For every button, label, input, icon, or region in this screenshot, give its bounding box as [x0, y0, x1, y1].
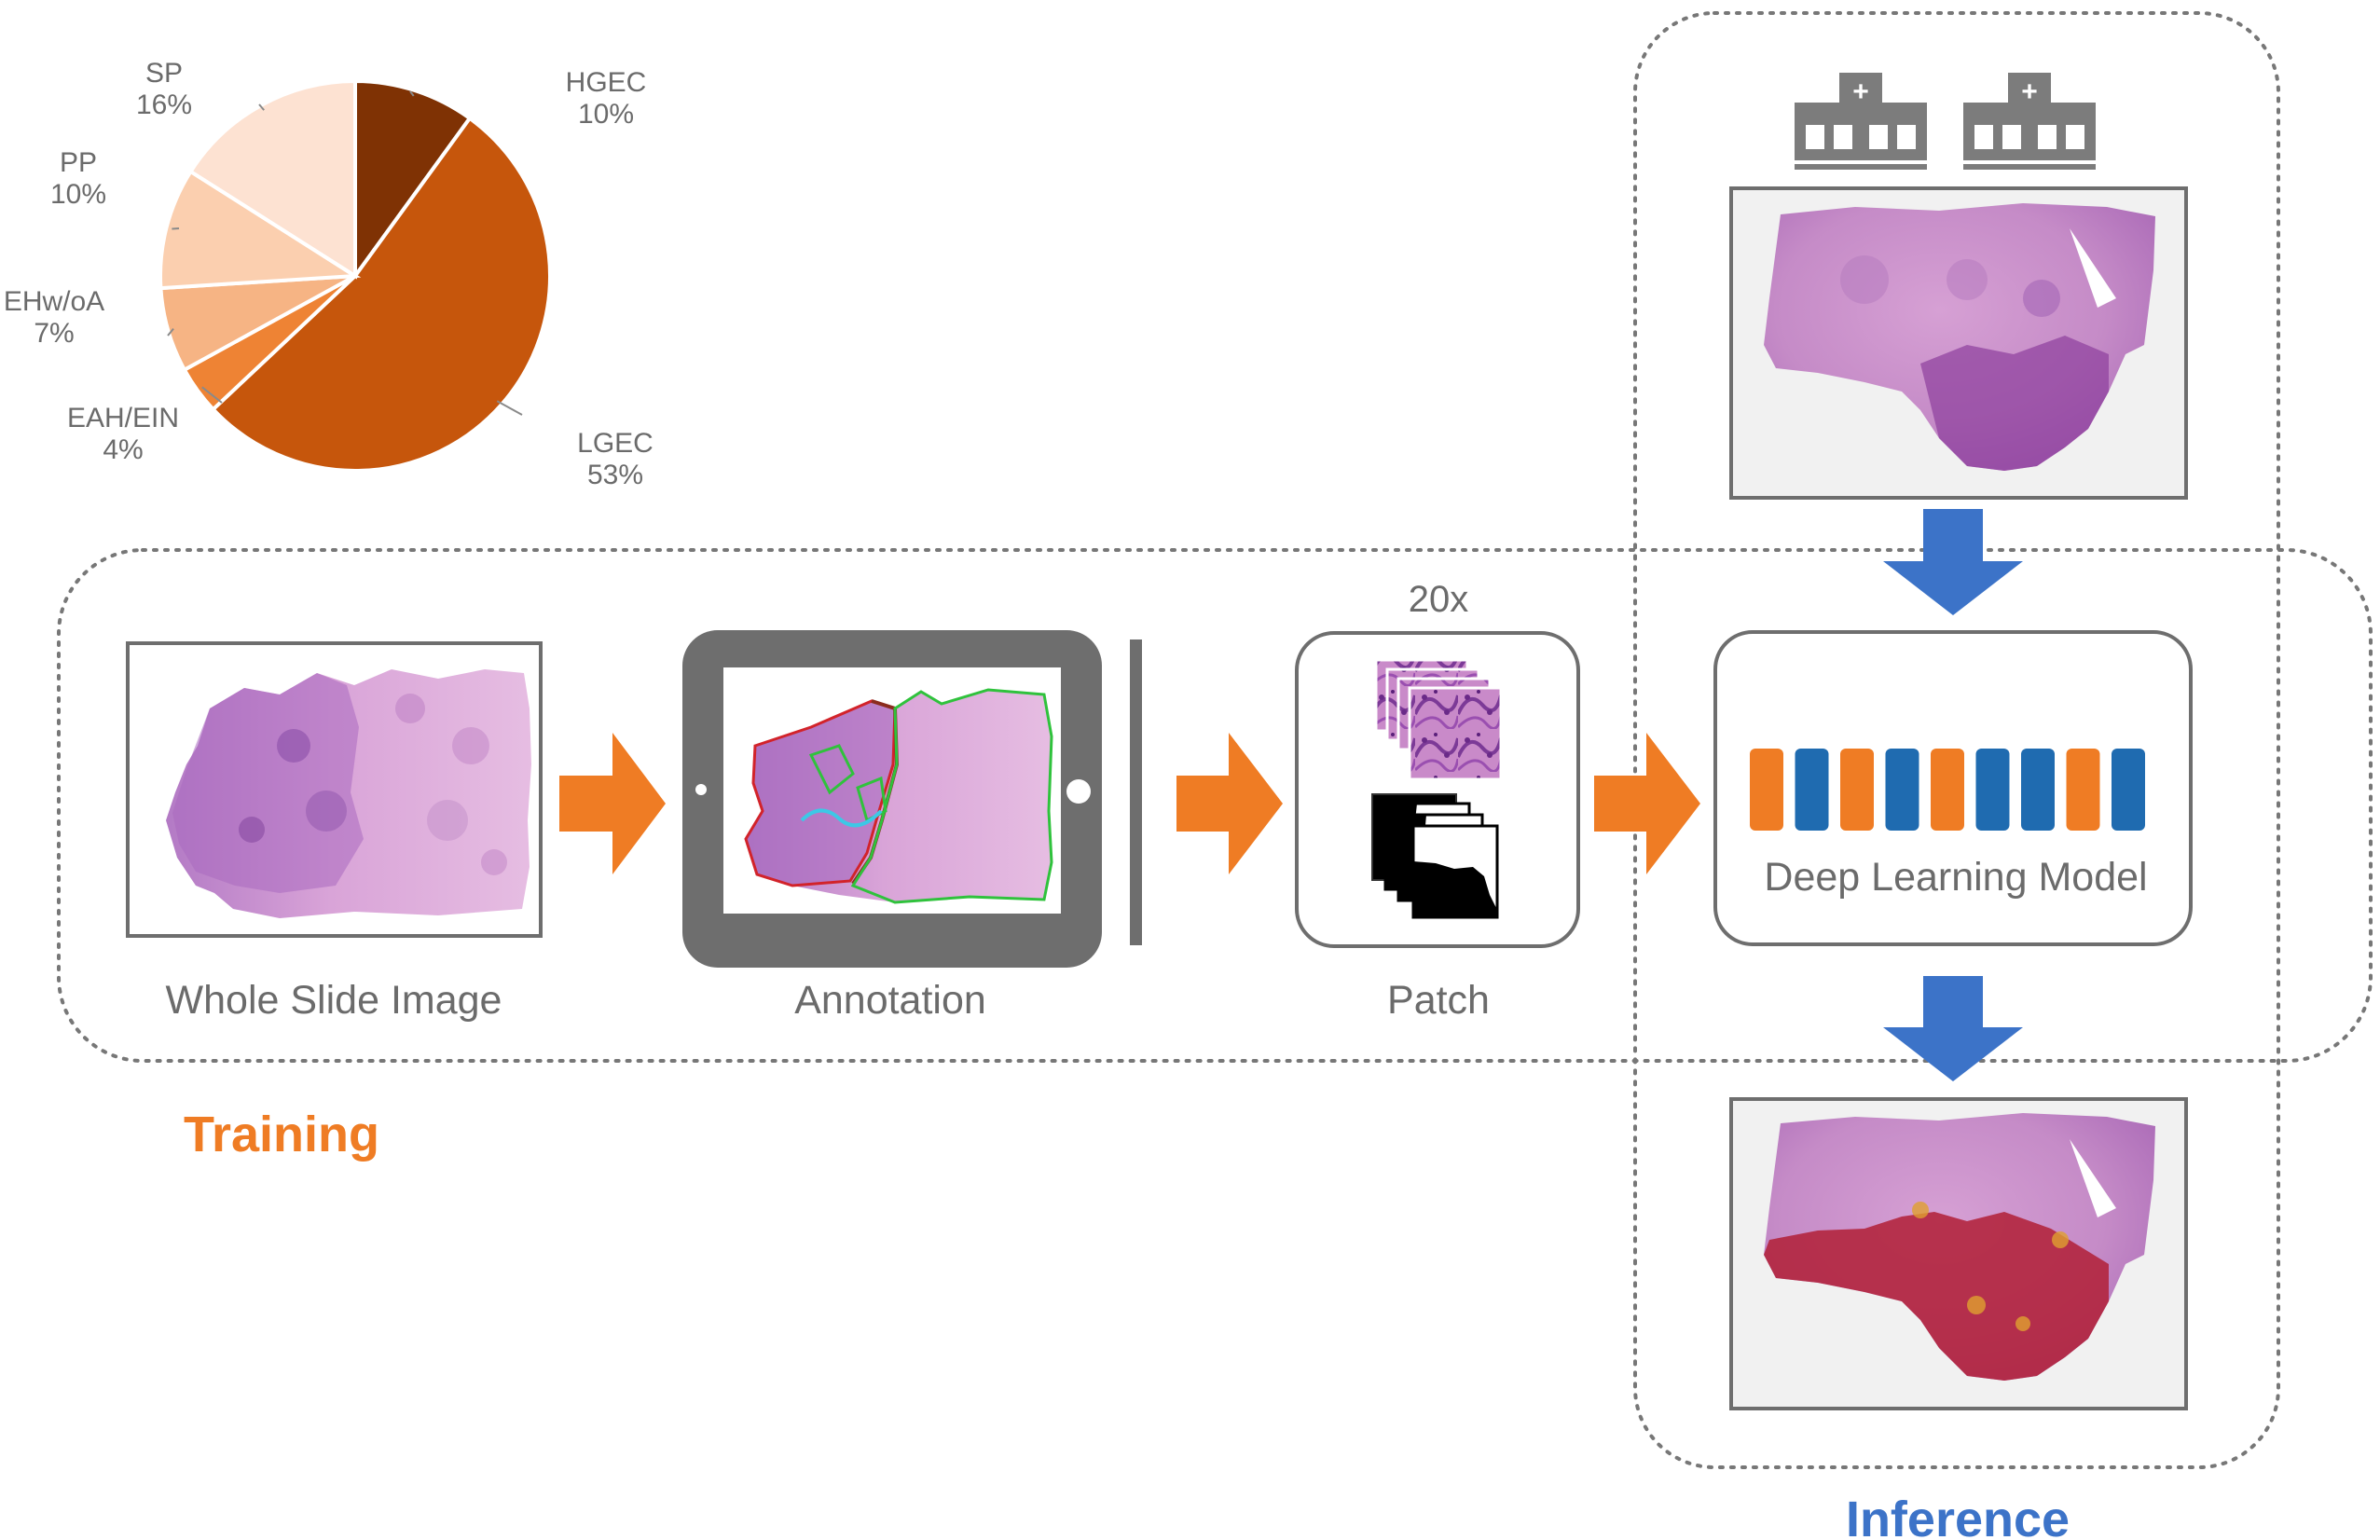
inference-output-slide	[1729, 1097, 2188, 1410]
arrow-down-icon	[1883, 509, 2023, 615]
tablet-annotation	[682, 630, 1142, 968]
inference-region-border	[1633, 11, 2280, 1469]
wsi-label: Whole Slide Image	[166, 978, 502, 1023]
arrow-right-icon	[1176, 733, 1283, 874]
pie-label-percent: 4%	[103, 434, 143, 465]
training-region-border	[57, 548, 2373, 1063]
model-layer-bar	[1840, 749, 1874, 831]
training-section-label: Training	[184, 1107, 379, 1162]
hospital-icon: +	[1795, 73, 1927, 170]
pie-slice-hgec	[353, 78, 473, 282]
pie-leader-line	[201, 386, 223, 404]
model-layer-bar	[1885, 749, 1919, 831]
pie-leader-line	[167, 327, 174, 337]
pie-label-name: PP	[60, 147, 97, 178]
model-layer-bar	[1975, 749, 2010, 831]
patch-label: Patch	[1387, 978, 1490, 1023]
pie-label-percent: 7%	[34, 318, 74, 349]
pie-label-name: HGEC	[566, 67, 647, 98]
pie-label-name: EAH/EIN	[67, 403, 179, 433]
pie-label-percent: 10%	[578, 99, 634, 130]
pie-slice-lgec	[210, 116, 552, 473]
model-layer-bar	[1795, 749, 1829, 831]
svg-text:+: +	[1852, 76, 1869, 107]
pie-label-percent: 53%	[587, 460, 643, 490]
whole-slide-image	[126, 641, 543, 938]
hospital-icon: +	[1963, 73, 2096, 170]
model-layers	[1750, 749, 2145, 831]
model-label: Deep Learning Model	[1764, 855, 2147, 900]
annotation-label: Annotation	[794, 978, 986, 1023]
model-layer-bar	[2021, 749, 2055, 831]
arrow-right-icon	[559, 733, 666, 874]
pie-leader-line	[409, 90, 415, 97]
model-layer-bar	[1931, 749, 1964, 831]
deep-learning-model-box	[1713, 630, 2193, 946]
mask-stack	[1371, 793, 1499, 919]
pie-label-name: EHw/oA	[4, 286, 104, 317]
arrow-right-icon	[1594, 733, 1700, 874]
inference-section-label: Inference	[1846, 1492, 2070, 1540]
pie-leader-line	[496, 400, 523, 416]
class-distribution-pie-chart: HGEC10%LGEC53%EAH/EIN4%EHw/oA7%PP10%SP16…	[4, 58, 653, 490]
pie-label-name: LGEC	[577, 428, 653, 459]
pie-leader-line	[258, 103, 265, 111]
model-layer-bar	[2112, 749, 2145, 831]
pie-label-name: SP	[145, 58, 183, 89]
model-layer-bar	[1750, 749, 1783, 831]
pie-label-percent: 16%	[136, 89, 192, 120]
pie-slice-sp	[187, 78, 357, 280]
pie-leader-line	[172, 227, 180, 230]
pie-slice-pp	[158, 169, 362, 291]
inference-input-slide	[1729, 186, 2188, 500]
svg-text:+: +	[2021, 76, 2038, 107]
patch-stack	[1295, 631, 1580, 948]
arrow-down-icon	[1883, 976, 2023, 1081]
pie-label-percent: 10%	[50, 179, 106, 210]
patch-magnification-label: 20x	[1409, 579, 1469, 620]
model-layer-bar	[2066, 749, 2100, 831]
